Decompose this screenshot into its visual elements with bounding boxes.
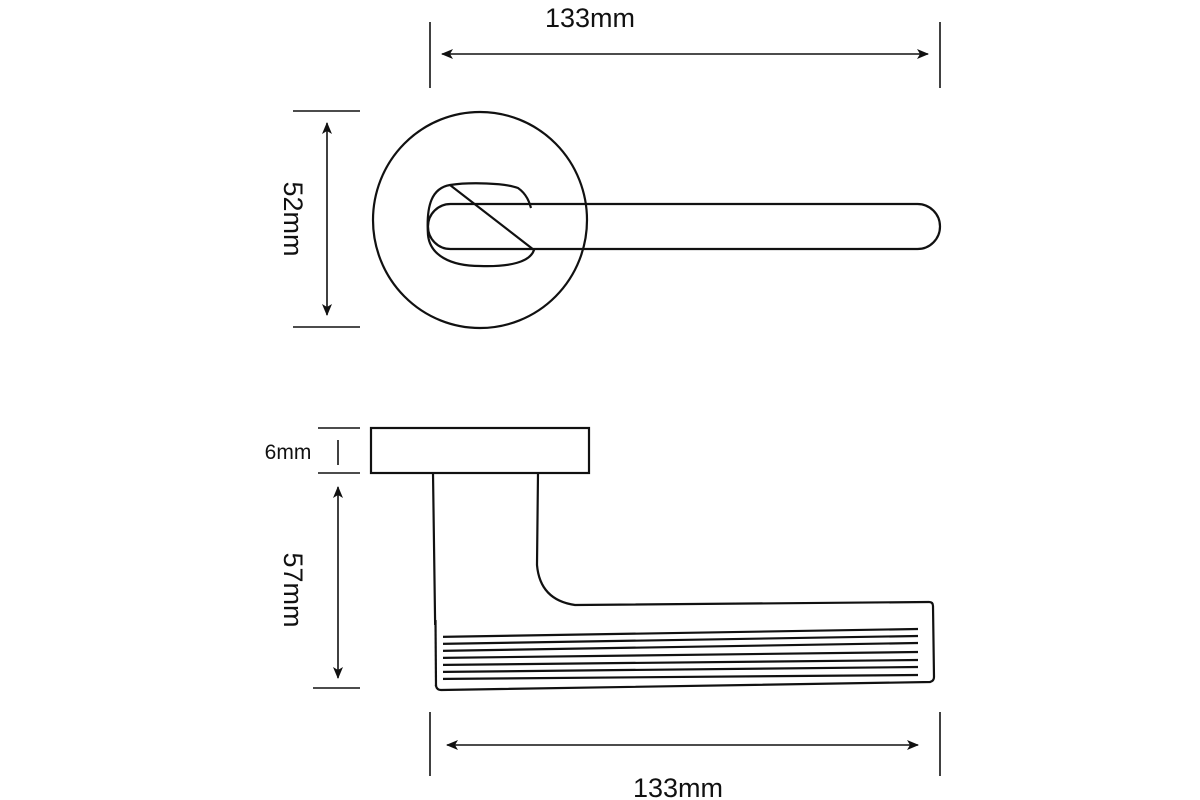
projection-dimension: 57mm	[278, 486, 360, 689]
top-width-dimension: 133mm	[429, 3, 941, 88]
front-view-handle	[371, 110, 942, 330]
side-view-handle	[369, 426, 936, 692]
top-width-label: 133mm	[545, 3, 635, 33]
rose-thickness-label: 6mm	[265, 441, 312, 464]
bottom-width-dimension: 133mm	[429, 712, 941, 800]
projection-label: 57mm	[278, 552, 308, 627]
bottom-width-label: 133mm	[633, 773, 723, 800]
rose-diameter-dimension: 52mm	[278, 110, 360, 328]
rose-diameter-label: 52mm	[278, 181, 308, 256]
rose-thickness-dimension: 6mm	[265, 427, 360, 474]
